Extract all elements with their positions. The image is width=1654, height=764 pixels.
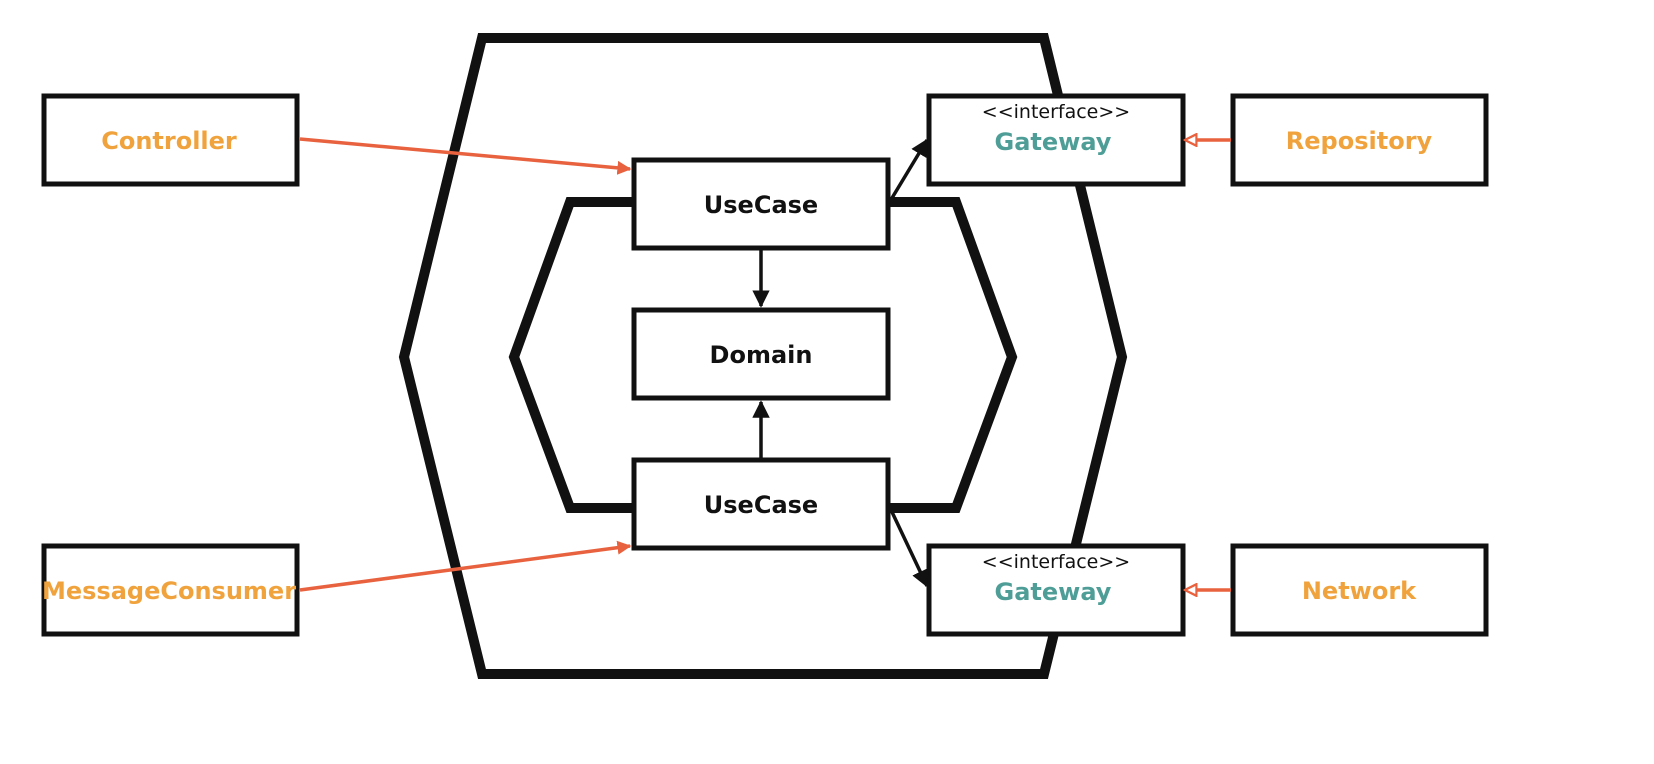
gateway-top-label: Gateway	[995, 128, 1112, 156]
gateway-bottom-box: <<interface>> Gateway	[926, 543, 1186, 637]
outer-hexagon	[398, 33, 1128, 679]
domain-box: Domain	[631, 307, 891, 401]
usecase-bottom-box: UseCase	[631, 457, 891, 551]
message-consumer-box: MessageConsumer	[41, 543, 300, 637]
controller-label: Controller	[101, 127, 237, 155]
repository-label: Repository	[1286, 127, 1433, 155]
network-box: Network	[1230, 543, 1489, 637]
message-consumer-to-usecase-arrow	[299, 540, 632, 592]
message-consumer-label: MessageConsumer	[42, 577, 296, 605]
usecase-bottom-label: UseCase	[704, 491, 818, 519]
gateway-bottom-label: Gateway	[995, 578, 1112, 606]
usecase-bottom-to-gateway-arrow	[890, 511, 929, 588]
repository-box: Repository	[1230, 93, 1489, 187]
usecase-top-to-gateway-arrow	[890, 138, 929, 199]
usecase-top-label: UseCase	[704, 191, 818, 219]
network-label: Network	[1302, 577, 1417, 605]
controller-to-usecase-arrow	[299, 137, 632, 175]
gateway-bottom-stereotype: <<interface>>	[982, 551, 1130, 573]
inner-hexagon	[508, 197, 1018, 513]
gateway-top-stereotype: <<interface>>	[982, 101, 1130, 123]
controller-box: Controller	[41, 93, 300, 187]
gateway-top-box: <<interface>> Gateway	[926, 93, 1186, 187]
usecase-top-box: UseCase	[631, 157, 891, 251]
domain-label: Domain	[710, 341, 813, 369]
